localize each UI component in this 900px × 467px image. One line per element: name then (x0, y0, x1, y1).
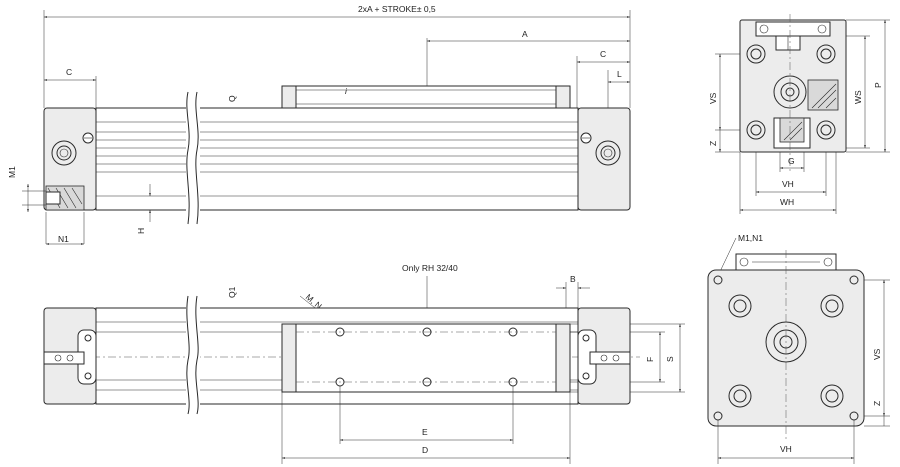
dim-vs-plate-label: VS (872, 348, 882, 360)
dim-g-label: G (788, 156, 795, 166)
dim-wh-label: WH (780, 197, 794, 207)
dim-vs-end-label: VS (708, 92, 718, 104)
dim-n1-label: N1 (58, 234, 69, 244)
dim-vh-end-label: VH (782, 179, 794, 189)
dim-h-label: H (136, 228, 146, 234)
only-rh-label: Only RH 32/40 (402, 263, 458, 273)
dim-m1-label: M1 (7, 166, 17, 178)
dim-b-label: B (570, 274, 576, 284)
m1n1-label: M1,N1 (738, 233, 763, 243)
dim-f-label: F (645, 357, 655, 362)
dim-c-left-label: C (66, 67, 72, 77)
dim-c-top-label: C (600, 49, 606, 59)
plate-view: M1,N1 VS Z (707, 233, 890, 464)
dim-vh-plate-label: VH (780, 444, 792, 454)
dim-z-end-label: Z (708, 141, 718, 146)
overall-length-label: 2xA + STROKE± 0,5 (358, 4, 436, 14)
dim-z-plate-label: Z (872, 401, 882, 406)
dim-e-label: E (422, 427, 428, 437)
dim-i-label: i (345, 86, 348, 96)
top-view: Only RH 32/40 B Q1 M, N (43, 263, 685, 464)
dim-q1-label: Q1 (227, 286, 237, 298)
dim-d-label: D (422, 445, 428, 455)
dim-s-label: S (665, 356, 675, 362)
dim-q-label: Q (227, 95, 237, 102)
end-view: VS Z WS P G VH WH (708, 14, 890, 214)
side-view: 2xA + STROKE± 0,5 A C L C i Q (7, 4, 631, 245)
dim-a-label: A (522, 29, 528, 39)
dim-l-label: L (617, 69, 622, 79)
dim-p-label: P (873, 82, 883, 88)
dim-ws-label: WS (853, 90, 863, 104)
